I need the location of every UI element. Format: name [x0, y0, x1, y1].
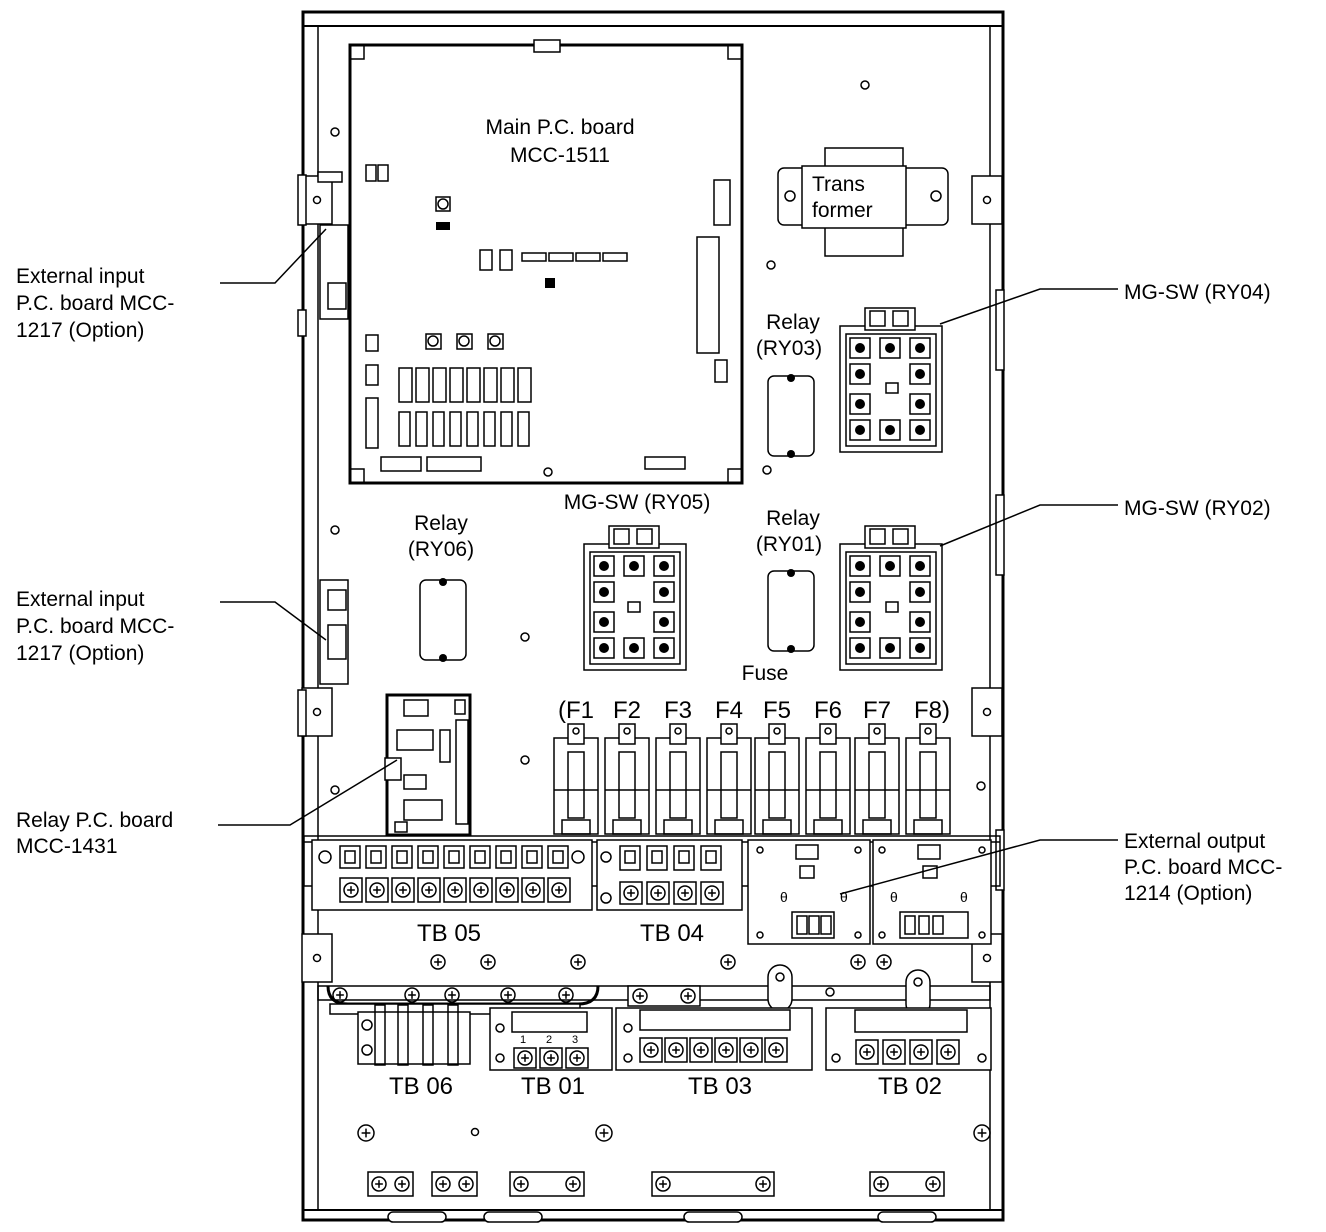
fuse-label-f5: F5 — [763, 697, 791, 724]
external-output-label-line2: P.C. board MCC- — [1124, 856, 1282, 879]
tb04-label: TB 04 — [640, 920, 704, 947]
svg-text:θ: θ — [840, 889, 848, 905]
svg-text:θ: θ — [960, 889, 968, 905]
tb06-label: TB 06 — [389, 1073, 453, 1100]
fuse-label-f4: F4 — [715, 697, 743, 724]
fuse-label-f7: F7 — [863, 697, 891, 724]
right-side-tabs — [971, 175, 1005, 983]
mgsw-ry04-label: MG-SW (RY04) — [1124, 281, 1271, 304]
mgsw-ry05-label: MG-SW (RY05) — [564, 491, 711, 514]
relay-ry03-label-line2: (RY03) — [756, 337, 822, 360]
terminal-block-tb04: TB 04 — [596, 839, 743, 947]
mounting-holes — [330, 80, 986, 1137]
external-input-lower-line2: P.C. board MCC- — [16, 615, 174, 638]
relay-board-label-line1: Relay P.C. board — [16, 809, 173, 832]
mgsw-ry02-label: MG-SW (RY02) — [1124, 497, 1271, 520]
external-input-board-lower: External input P.C. board MCC- 1217 (Opt… — [16, 579, 349, 685]
external-output-label-line3: 1214 (Option) — [1124, 882, 1252, 905]
fuse-label-f3: F3 — [664, 697, 692, 724]
external-input-upper-line1: External input — [16, 265, 145, 288]
relay-ry01-label-line1: Relay — [766, 507, 820, 530]
external-input-lower-line3: 1217 (Option) — [16, 642, 144, 665]
fuse-label-f2: F2 — [613, 697, 641, 724]
mgsw-ry04: MG-SW (RY04) — [839, 281, 1271, 453]
relay-ry03: Relay (RY03) — [756, 311, 822, 458]
relay-ry01: Relay (RY01) — [756, 507, 822, 653]
screw-row — [430, 954, 892, 970]
terminal-block-tb01: 1 2 3 TB 01 — [489, 1007, 613, 1100]
tb02-label: TB 02 — [878, 1073, 942, 1100]
fuse-row — [553, 723, 951, 835]
tb05-label: TB 05 — [417, 920, 481, 947]
relay-pc-board: Relay P.C. board MCC-1431 — [16, 693, 472, 858]
fuse-label: Fuse — [742, 662, 789, 685]
external-input-upper-line2: P.C. board MCC- — [16, 292, 174, 315]
relay-ry06: Relay (RY06) — [408, 512, 474, 662]
transformer-label-line2: former — [812, 199, 873, 222]
fuse-label-f8: F8) — [914, 697, 950, 724]
left-side-tabs — [297, 174, 333, 983]
svg-text:θ: θ — [890, 889, 898, 905]
tb01-pin-3: 3 — [572, 1034, 578, 1046]
mgsw-contacts — [593, 337, 931, 659]
svg-text:θ: θ — [780, 889, 788, 905]
transformer: Trans former — [777, 147, 949, 257]
external-input-board-upper: External input P.C. board MCC- 1217 (Opt… — [16, 171, 349, 342]
leader-lines — [218, 228, 1118, 895]
external-output-board: θ θ θ θ External output P.C. board MCC- … — [747, 830, 1282, 945]
terminal-block-tb05: TB 05 — [311, 839, 593, 947]
tb01-pin-1: 1 — [520, 1034, 526, 1046]
terminal-block-tb03: TB 03 — [615, 1007, 813, 1100]
terminal-block-tb02: TB 02 — [825, 1007, 992, 1100]
external-input-upper-line3: 1217 (Option) — [16, 319, 144, 342]
tb01-pin-2: 2 — [546, 1034, 552, 1046]
main-pc-board: Main P.C. board MCC-1511 — [348, 39, 744, 485]
mgsw-ry02: MG-SW (RY02) — [839, 497, 1271, 671]
tb03-label: TB 03 — [688, 1073, 752, 1100]
external-input-lower-line1: External input — [16, 588, 145, 611]
relay-ry06-label-line2: (RY06) — [408, 538, 474, 561]
bottom-hardware — [332, 987, 991, 1223]
mgsw-ry05: MG-SW (RY05) — [564, 491, 711, 671]
relay-ry06-label-line1: Relay — [414, 512, 468, 535]
external-output-label-line1: External output — [1124, 830, 1265, 853]
terminal-block-tb06: TB 06 — [357, 1004, 471, 1100]
relay-ry01-label-line2: (RY01) — [756, 533, 822, 556]
main-board-label-line1: Main P.C. board — [485, 116, 634, 139]
main-board-label-line2: MCC-1511 — [510, 144, 610, 167]
fuse-label-f6: F6 — [814, 697, 842, 724]
relay-board-label-line2: MCC-1431 — [16, 835, 118, 858]
tb01-label: TB 01 — [521, 1073, 585, 1100]
transformer-label-line1: Trans — [812, 173, 865, 196]
fuse-labels: (F1 F2 F3 F4 F5 F6 F7 F8) — [558, 697, 950, 724]
relay-ry03-label-line1: Relay — [766, 311, 820, 334]
fuse-label-f1: (F1 — [558, 697, 594, 724]
